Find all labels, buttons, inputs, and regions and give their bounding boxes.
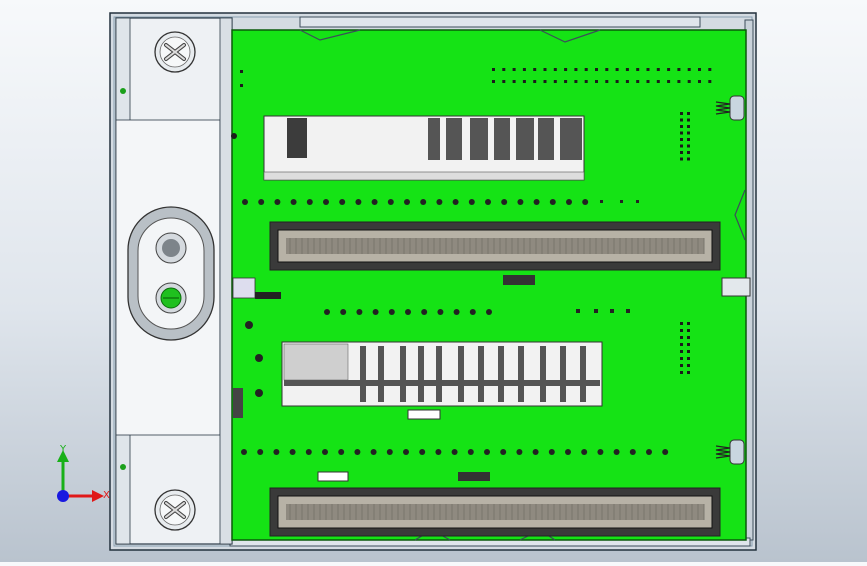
axis-x-label: X — [103, 490, 110, 501]
spring-top — [715, 95, 745, 121]
lower-component — [281, 341, 603, 407]
via-row-2 — [324, 309, 630, 315]
spring-bottom — [715, 439, 745, 465]
small-ic-2 — [407, 409, 441, 420]
via-row-1 — [242, 199, 639, 205]
small-ic-1 — [503, 275, 535, 285]
small-ic-4 — [458, 472, 490, 481]
left-side-parts — [232, 277, 281, 418]
panel-screw-top — [154, 31, 196, 73]
lower-slot-connector — [269, 487, 721, 537]
pin-array-right-bottom — [680, 322, 690, 374]
led-housing — [127, 206, 215, 341]
right-clip — [721, 277, 751, 297]
pin-array-right-top — [680, 112, 690, 161]
pcb-board — [231, 29, 747, 541]
axis-y-label: Y — [59, 444, 67, 455]
upper-slot-connector — [269, 221, 721, 271]
via-row-3 — [241, 449, 669, 455]
pin-header-top — [231, 68, 712, 139]
axis-triad: Y X — [57, 444, 110, 502]
upper-component — [263, 115, 585, 181]
panel-screw-bottom — [154, 489, 196, 531]
small-ic-3 — [317, 471, 349, 482]
